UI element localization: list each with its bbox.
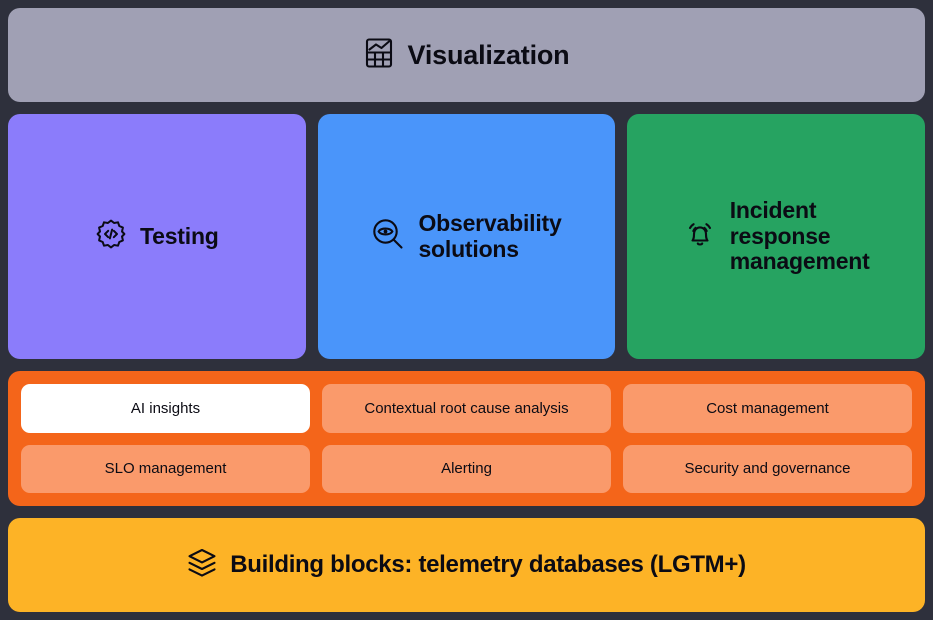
visualization-banner[interactable]: Visualization — [8, 8, 925, 102]
card-testing[interactable]: Testing — [8, 114, 306, 359]
card-observability-solutions[interactable]: Observability solutions — [317, 114, 616, 359]
card-incident-response-management[interactable]: Incident response management — [627, 114, 926, 359]
building-blocks-banner[interactable]: Building blocks: telemetry databases (LG… — [8, 518, 925, 612]
pill-security-and-governance-label: Security and governance — [684, 460, 851, 478]
card-incident-line2: response — [729, 222, 831, 249]
capabilities-panel: AI insights Contextual root cause analys… — [8, 371, 925, 506]
pill-security-and-governance[interactable]: Security and governance — [623, 444, 912, 493]
card-incident-line1: Incident — [729, 196, 817, 223]
card-observability-line2: solutions — [418, 235, 519, 262]
visualization-title: Visualization — [407, 39, 570, 70]
pill-alerting-label: Alerting — [441, 460, 492, 478]
card-observability-label: Observability solutions — [418, 209, 562, 263]
alert-bell-icon — [683, 217, 717, 256]
code-badge-icon — [95, 218, 127, 255]
pill-contextual-root-cause-analysis[interactable]: Contextual root cause analysis — [322, 384, 611, 433]
pill-slo-management[interactable]: SLO management — [21, 444, 310, 493]
building-blocks-title: Building blocks: telemetry databases (LG… — [230, 551, 746, 578]
card-incident-label: Incident response management — [729, 196, 870, 275]
pill-cost-management-label: Cost management — [706, 399, 829, 417]
card-testing-label: Testing — [139, 222, 219, 249]
pill-alerting[interactable]: Alerting — [322, 444, 611, 493]
pill-slo-management-label: SLO management — [104, 460, 227, 478]
pill-contextual-root-cause-analysis-label: Contextual root cause analysis — [364, 399, 569, 417]
pill-ai-insights-label: AI insights — [130, 399, 201, 417]
layers-stack-icon — [187, 547, 217, 584]
chart-grid-icon — [364, 37, 394, 74]
pill-ai-insights[interactable]: AI insights — [21, 384, 310, 433]
capabilities-row-2: SLO management Alerting Security and gov… — [21, 444, 912, 493]
feature-cards-row: Testing Observability solutions — [8, 114, 926, 359]
pill-cost-management[interactable]: Cost management — [623, 384, 912, 433]
card-incident-line3: management — [729, 248, 870, 275]
card-observability-line1: Observability — [418, 209, 562, 236]
capabilities-row-1: AI insights Contextual root cause analys… — [21, 384, 912, 433]
eye-magnifier-icon — [371, 217, 405, 256]
